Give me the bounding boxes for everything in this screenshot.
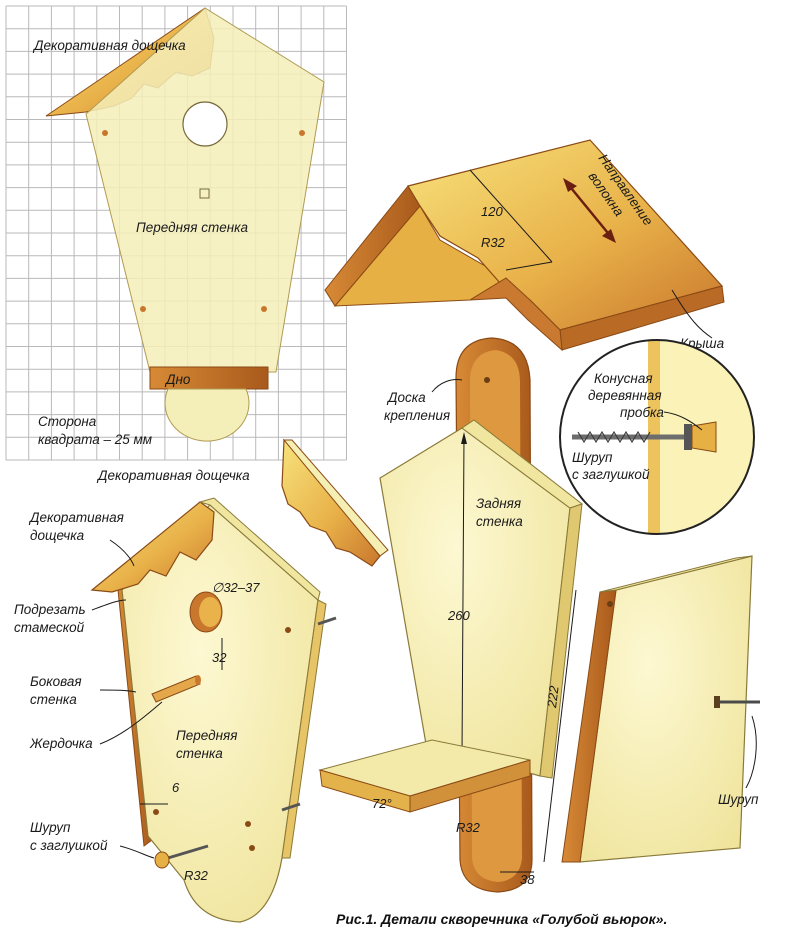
magnifier-screw-label-1: Шуруп — [572, 450, 613, 465]
assembled-chisel-leader — [91, 599, 127, 611]
mounting-board-hole — [484, 377, 490, 383]
grid-screw-hole — [102, 130, 108, 136]
assembled-birdhouse: Декоративная дощечка Подрезать стамеской… — [14, 497, 337, 923]
grid-entrance-hole — [182, 101, 228, 147]
assembled-screw-hole — [249, 845, 255, 851]
magnifier-plug-label-3: пробка — [620, 405, 664, 420]
grid-front-wall-shape — [85, 7, 325, 373]
back-wall-label-2: стенка — [476, 514, 523, 529]
back-wall-dim-line — [461, 435, 465, 755]
bottom-board-side — [409, 759, 531, 813]
grid-screw-hole — [261, 306, 267, 312]
loose-decorative-board-edge — [282, 439, 389, 557]
assembled-decorative-label-2: дощечка — [30, 528, 85, 543]
magnifier-plug-icon — [691, 421, 717, 453]
assembled-screw-label-2: с заглушкой — [30, 838, 108, 853]
assembled-dim-32: 32 — [212, 650, 227, 665]
loose-decorative-board: Декоративная дощечка — [96, 438, 389, 567]
figure-caption: Рис.1. Детали скворечника «Голубой вьюро… — [336, 911, 667, 927]
side-panel: 222 Шуруп — [543, 555, 760, 863]
roof-cutout-edge — [469, 277, 563, 352]
assembled-side-label-2: стенка — [30, 692, 77, 707]
grid-square-side-label-2: квадрата – 25 мм — [38, 432, 152, 447]
assembled-screw-label-1: Шуруп — [30, 820, 71, 835]
side-panel-screw-icon — [714, 696, 760, 708]
assembled-screw-hole — [285, 627, 291, 633]
mounting-board-dim-38-text: 38 — [520, 872, 535, 887]
assembled-side-label-1: Боковая — [30, 674, 82, 689]
grid-square-side-label-1: Сторона — [38, 414, 97, 429]
assembled-perch-label: Жердочка — [29, 736, 93, 751]
mounting-board-labels: Доска крепления R32 38 — [384, 379, 535, 887]
assembled-roof-edge — [198, 497, 321, 601]
loose-decorative-board-shape — [281, 438, 381, 567]
magnifier-plug-leader — [663, 411, 703, 431]
side-panel-top-edge — [599, 555, 753, 593]
bottom-board-angle: 72° — [372, 796, 392, 811]
back-wall: Задняя стенка 260 — [379, 419, 584, 779]
assembled-side-screw-icon — [281, 802, 301, 812]
back-wall-edge-side — [539, 503, 583, 779]
assembled-side-screw-icon — [317, 616, 337, 626]
assembled-dim-hole: ∅32–37 — [212, 580, 260, 595]
assembled-chisel-label-2: стамеской — [14, 620, 85, 635]
magnifier-screw-icon — [572, 424, 692, 450]
loose-decorative-board-label: Декоративная дощечка — [96, 468, 250, 483]
side-panel-screw-leader — [745, 715, 757, 789]
back-wall-dim-260: 260 — [447, 608, 470, 623]
magnifier-detail: Конусная деревянная пробка Шуруп с заглу… — [559, 339, 755, 535]
magnifier-plug-label-2: деревянная — [588, 388, 662, 403]
assembled-screw-icon — [154, 844, 209, 869]
roof-dim-line-base — [505, 261, 553, 271]
roof: 120 R32 Направление волокна Крыша — [324, 139, 725, 352]
assembled-decorative-leader — [109, 539, 135, 567]
grid-screw-hole — [140, 306, 146, 312]
grid-mount-round — [164, 388, 250, 442]
grain-direction-arrow — [563, 178, 616, 243]
grid-decorative-board-label: Декоративная дощечка — [32, 38, 186, 53]
assembled-front-label-1: Передняя — [176, 728, 237, 743]
side-panel-screw-label: Шуруп — [718, 792, 759, 807]
magnifier-screw-label-2: с заглушкой — [572, 467, 650, 482]
grid-bottom-label: Дно — [164, 372, 191, 387]
assembled-screw-leader — [119, 845, 155, 859]
assembled-decorative-label-1: Декоративная — [28, 510, 124, 525]
perch-icon — [151, 675, 201, 703]
assembled-perch-leader — [99, 701, 163, 745]
grid-front-wall-label: Передняя стенка — [136, 220, 249, 235]
magnifier-plug-label-1: Конусная — [594, 371, 653, 386]
assembled-screw-hole — [245, 821, 251, 827]
magnifier-ring — [559, 339, 755, 535]
back-wall-label-1: Задняя — [476, 496, 521, 511]
assembled-dim-6: 6 — [172, 780, 180, 795]
side-panel-hole — [607, 601, 613, 607]
assembled-decorative-board — [90, 501, 215, 593]
mounting-board-label-1: Доска — [386, 390, 426, 405]
roof-dim-line-120 — [469, 169, 553, 263]
mounting-board-r32: R32 — [456, 820, 481, 835]
grid-screw-hole — [299, 130, 305, 136]
assembled-dim-r32: R32 — [184, 868, 209, 883]
bottom-board: 72° — [318, 739, 531, 813]
grid-drawing: Декоративная дощечка Передняя стенка Дно… — [5, 5, 347, 461]
roof-label-leader — [671, 289, 713, 339]
assembled-screw-hole — [153, 809, 159, 815]
assembled-side-leader — [99, 689, 137, 693]
side-panel-dim-222: 222 — [544, 684, 562, 709]
assembled-chisel-label-1: Подрезать — [14, 602, 86, 617]
roof-dim-r32: R32 — [481, 235, 506, 250]
mounting-board-label-2: крепления — [384, 408, 450, 423]
roof-dim-120: 120 — [481, 204, 503, 219]
assembled-front-wall-right-edge — [281, 599, 327, 859]
side-panel-dim-line — [543, 589, 577, 863]
assembled-front-wall — [121, 504, 319, 923]
grid-perch-hole — [199, 188, 210, 199]
assembled-front-label-2: стенка — [176, 746, 223, 761]
mounting-board-leader — [431, 379, 463, 393]
